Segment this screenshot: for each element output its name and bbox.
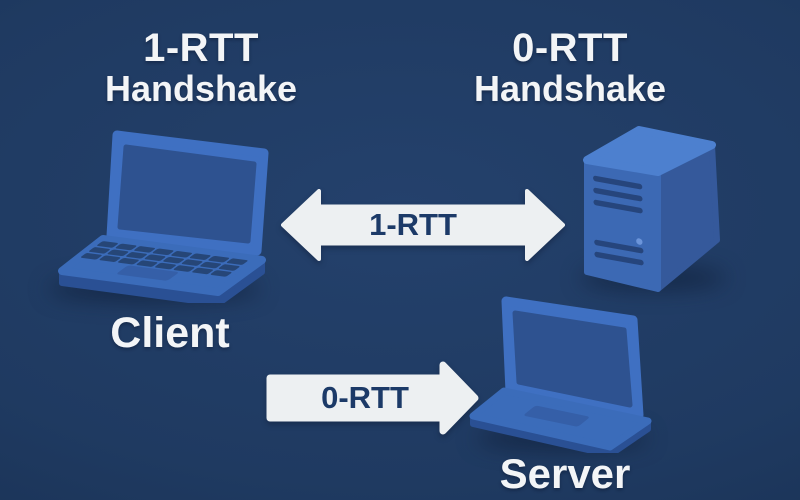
laptop-lid [106, 130, 269, 256]
server-label: Server [499, 450, 631, 497]
laptop-lid [501, 296, 644, 420]
server-laptop-icon [469, 296, 652, 453]
zero-rtt-arrow-label: 0-RTT [321, 380, 409, 415]
client-label: Client [110, 309, 230, 357]
tower-top-face [583, 126, 716, 176]
zero-rtt-arrow-icon [266, 361, 479, 435]
one-rtt-arrow-label: 1-RTT [369, 207, 457, 242]
server-tower-icon [583, 126, 720, 292]
right-title-line1: 0-RTT [512, 26, 628, 70]
left-title: 1-RTT Handshake [51, 26, 351, 108]
left-title-line1: 1-RTT [143, 26, 259, 70]
right-title: 0-RTT Handshake [420, 26, 720, 108]
laptop-base [58, 235, 266, 303]
tower-vents [593, 175, 644, 266]
tower-led [636, 238, 643, 245]
laptop-trackpad [117, 265, 178, 281]
laptop-keyboard [81, 241, 248, 281]
laptop-base [469, 387, 652, 453]
one-rtt-arrow-icon [281, 189, 565, 261]
left-title-line2: Handshake [104, 68, 298, 109]
right-title-line2: Handshake [473, 68, 667, 109]
client-laptop-icon [58, 130, 269, 303]
laptop-trackpad [524, 405, 589, 427]
